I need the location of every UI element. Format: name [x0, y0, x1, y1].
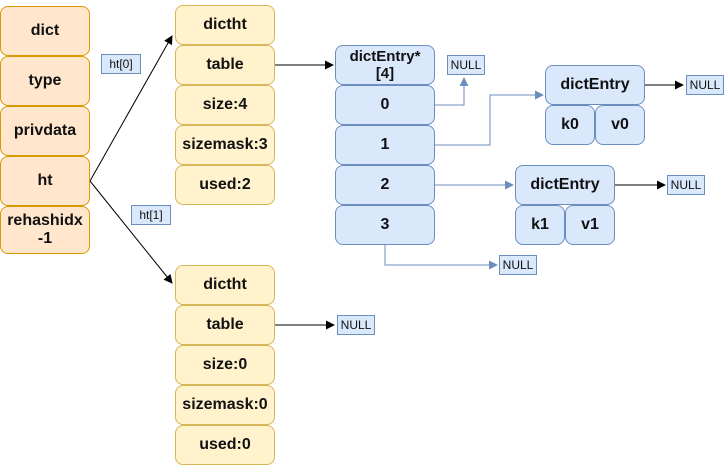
dict-field-name: dict — [0, 6, 90, 56]
null-entry-a: NULL — [686, 75, 724, 95]
entry-a-value: v0 — [595, 105, 645, 145]
dictht1-title: dictht — [175, 265, 275, 305]
dictht1-size: size:0 — [175, 345, 275, 385]
ht0-label: ht[0] — [101, 54, 141, 74]
entry-b-title: dictEntry — [515, 165, 615, 205]
table-array-header: dictEntry* [4] — [335, 45, 435, 85]
null-slot3: NULL — [499, 255, 537, 275]
entry-b-key: k1 — [515, 205, 565, 245]
dictht0-used: used:2 — [175, 165, 275, 205]
dictht0-size: size:4 — [175, 85, 275, 125]
dictht1-sizemask: sizemask:0 — [175, 385, 275, 425]
table-slot-1: 1 — [335, 125, 435, 165]
dictht1-used: used:0 — [175, 425, 275, 465]
null-slot0: NULL — [447, 55, 485, 75]
table-slot-2: 2 — [335, 165, 435, 205]
dict-field-ht: ht — [0, 156, 90, 206]
dictht0-sizemask: sizemask:3 — [175, 125, 275, 165]
null-entry-b: NULL — [667, 175, 705, 195]
entry-b-value: v1 — [565, 205, 615, 245]
dict-field-privdata: privdata — [0, 106, 90, 156]
null-table1: NULL — [337, 315, 375, 335]
edge-slot0-to-null — [435, 77, 469, 106]
dictht1-table: table — [175, 305, 275, 345]
dict-field-rehashidx: rehashidx -1 — [0, 206, 90, 254]
dictht0-table: table — [175, 45, 275, 85]
dictht0-title: dictht — [175, 5, 275, 45]
ht1-label: ht[1] — [131, 205, 171, 225]
entry-a-key: k0 — [545, 105, 595, 145]
edge-ht-to-dictht0 — [89, 35, 173, 182]
edge-slot1-to-entry-k0 — [435, 90, 544, 146]
entry-a-title: dictEntry — [545, 65, 645, 105]
edge-slot3-to-null — [384, 245, 498, 270]
table-slot-0: 0 — [335, 85, 435, 125]
dict-field-type: type — [0, 56, 90, 106]
edge-ht-to-dictht1 — [89, 180, 173, 284]
table-slot-3: 3 — [335, 205, 435, 245]
